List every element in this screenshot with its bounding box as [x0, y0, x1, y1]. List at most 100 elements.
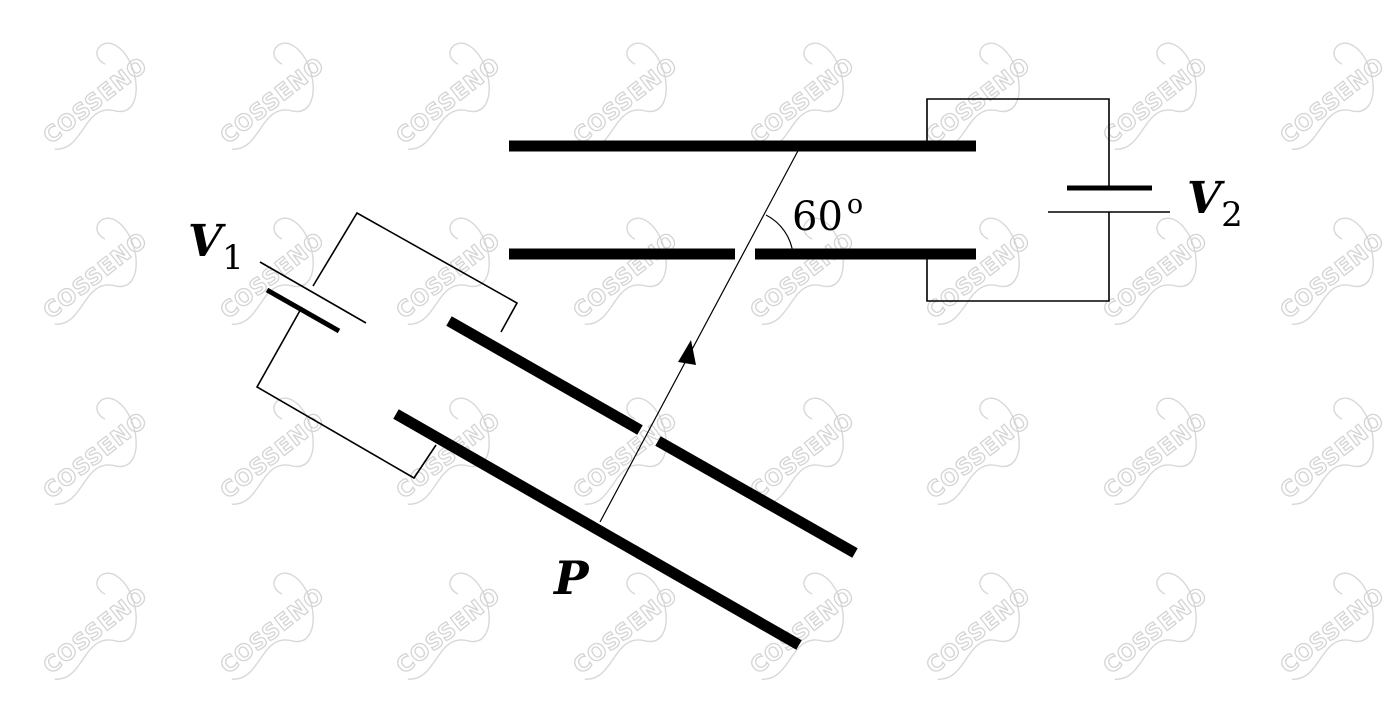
watermark-tile: COSSENO: [215, 397, 330, 505]
circuit-v1-wire-top: [312, 211, 519, 333]
watermark-text: COSSENO: [569, 53, 683, 149]
battery-v2-symbol: V: [1187, 173, 1225, 224]
watermark-text: COSSENO: [392, 53, 506, 149]
battery-v2-label: V2: [1187, 173, 1243, 235]
watermark-tile: COSSENO: [745, 572, 860, 680]
trajectory-line: [599, 146, 801, 523]
watermark-loop: [1114, 217, 1197, 325]
watermark-loop: [761, 217, 844, 325]
watermark-tile: COSSENO: [1098, 572, 1213, 680]
upper-capacitor: [509, 140, 976, 260]
watermark-text: COSSENO: [922, 228, 1036, 324]
watermark-text: COSSENO: [1099, 583, 1213, 679]
watermark-text: COSSENO: [1099, 53, 1213, 149]
angle-unit: o: [847, 189, 863, 220]
lower-plate-upper-left: [446, 316, 643, 435]
watermark-tile: COSSENO: [38, 42, 153, 150]
watermark-loop: [54, 42, 137, 150]
watermark-text: COSSENO: [39, 583, 153, 679]
watermark-text: COSSENO: [922, 53, 1036, 149]
watermark-loop: [761, 42, 844, 150]
circuit-v1-wire-bottom: [255, 306, 437, 480]
watermark-loop: [231, 217, 314, 325]
watermark-tile: COSSENO: [921, 397, 1036, 505]
watermark-loop: [761, 572, 844, 680]
watermark-tile: COSSENO: [1098, 42, 1213, 150]
point-p-label: P: [552, 551, 590, 605]
watermark-text: COSSENO: [746, 583, 860, 679]
watermark-loop: [937, 397, 1020, 505]
watermark-tile: COSSENO: [391, 572, 506, 680]
watermark-tile: COSSENO: [1275, 397, 1388, 505]
watermark-tile: COSSENO: [921, 572, 1036, 680]
watermark-loop: [54, 572, 137, 680]
watermark-tile: COSSENO: [921, 217, 1036, 325]
watermark-loop: [937, 572, 1020, 680]
watermark-tile: COSSENO: [1275, 217, 1388, 325]
lower-plate-lower: [393, 409, 802, 650]
watermark-loop: [584, 42, 667, 150]
watermark-loop: [1291, 42, 1374, 150]
watermark-text: COSSENO: [746, 408, 860, 504]
lower-plate-upper-right: [655, 436, 858, 558]
watermark-loop: [407, 217, 490, 325]
watermark-text: COSSENO: [1099, 228, 1213, 324]
watermark-tile: COSSENO: [391, 397, 506, 505]
watermark-loop: [1114, 42, 1197, 150]
watermark-text: COSSENO: [922, 583, 1036, 679]
circuit-v2-wire-bottom: [926, 212, 1110, 302]
trajectory-arrowhead: [678, 340, 696, 365]
battery-v1-short-plate: [265, 287, 341, 334]
watermark-tile: COSSENO: [1098, 217, 1213, 325]
battery-v1-long-plate: [259, 261, 367, 324]
watermark-loop: [407, 572, 490, 680]
watermark-text: COSSENO: [39, 228, 153, 324]
watermark-tile: COSSENO: [38, 397, 153, 505]
watermark-text: COSSENO: [39, 53, 153, 149]
watermark-loop: [1291, 217, 1374, 325]
watermark-loop: [54, 217, 137, 325]
watermark-loop: [1114, 397, 1197, 505]
watermark-tile: COSSENO: [568, 217, 683, 325]
watermark-loop: [1291, 397, 1374, 505]
circuit-v1: [255, 211, 519, 480]
angle-value: 60: [792, 194, 843, 240]
watermark-loop: [1114, 572, 1197, 680]
watermark-loop: [584, 397, 667, 505]
watermark-text: COSSENO: [392, 583, 506, 679]
watermark-text: COSSENO: [746, 228, 860, 324]
watermark-loop: [407, 397, 490, 505]
battery-v2-subscript: 2: [1221, 195, 1243, 235]
particle-trajectory: [599, 146, 801, 523]
watermark-loop: [584, 217, 667, 325]
watermark-text: COSSENO: [922, 408, 1036, 504]
watermark-text: COSSENO: [39, 408, 153, 504]
watermark-text: COSSENO: [569, 228, 683, 324]
watermark-tile: COSSENO: [1275, 42, 1388, 150]
watermark-tile: COSSENO: [1098, 397, 1213, 505]
circuit-v2: [926, 98, 1170, 302]
circuit-v2-wire-top: [926, 98, 1110, 188]
battery-v1-subscript: 1: [222, 238, 244, 278]
battery-v1-label: V1: [188, 216, 244, 278]
watermark-loop: [761, 397, 844, 505]
watermark-loop: [1291, 572, 1374, 680]
watermark-loop: [584, 572, 667, 680]
watermark-tile: COSSENO: [391, 42, 506, 150]
watermark-tile: COSSENO: [215, 42, 330, 150]
lower-capacitor: [393, 316, 858, 650]
watermark-tile: COSSENO: [391, 217, 506, 325]
battery-v1-symbol: V: [188, 216, 226, 267]
watermark-text: COSSENO: [216, 53, 330, 149]
watermark-loop: [231, 42, 314, 150]
watermark-text: COSSENO: [216, 583, 330, 679]
watermark-tile: COSSENO: [1275, 572, 1388, 680]
angle-arc: [765, 214, 794, 255]
watermark-tile: COSSENO: [38, 572, 153, 680]
watermark-loop: [231, 572, 314, 680]
watermark-loop: [407, 42, 490, 150]
watermark-loop: [54, 397, 137, 505]
watermark-text: COSSENO: [1099, 408, 1213, 504]
